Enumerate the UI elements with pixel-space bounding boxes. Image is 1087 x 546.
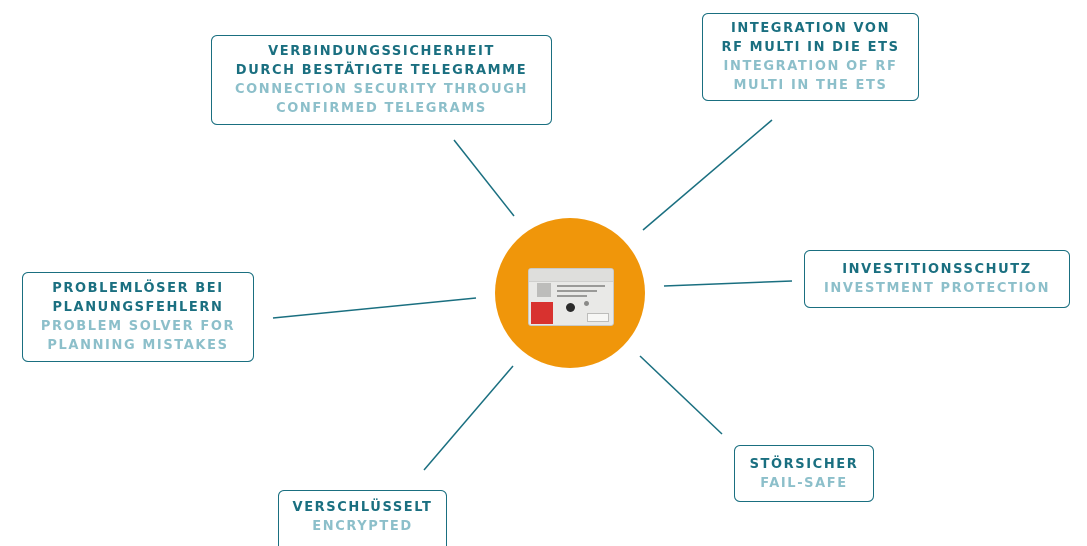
feature-label-en: INVESTMENT PROTECTION bbox=[823, 281, 1051, 296]
connector-line-investment-protection bbox=[663, 280, 793, 287]
feature-label-en: FAIL-SAFE bbox=[760, 475, 848, 491]
connector-line-fail-safe bbox=[639, 355, 723, 435]
feature-label-de: STÖRSICHER bbox=[749, 456, 859, 472]
feature-label-en: ENCRYPTED bbox=[312, 519, 413, 534]
center-device-circle bbox=[495, 218, 645, 368]
feature-label-de: VERBINDUNGSSICHERHEIT DURCH BESTÄTIGTE T… bbox=[235, 44, 528, 78]
feature-box-connection-security: VERBINDUNGSSICHERHEIT DURCH BESTÄTIGTE T… bbox=[211, 35, 552, 125]
device-label-plate bbox=[587, 313, 609, 322]
feature-label-en: CONNECTION SECURITY THROUGH CONFIRMED TE… bbox=[234, 82, 529, 116]
feature-label-en: PROBLEM SOLVER FOR PLANNING MISTAKES bbox=[40, 319, 236, 353]
device-bus-terminal bbox=[531, 302, 553, 324]
connector-line-problem-solver bbox=[272, 297, 477, 319]
connector-line-encrypted bbox=[423, 365, 514, 471]
device-port bbox=[537, 283, 551, 297]
device-print-line bbox=[557, 285, 605, 287]
device-print-line bbox=[557, 290, 597, 292]
device-top-strip bbox=[529, 269, 613, 282]
device-led bbox=[584, 301, 589, 306]
feature-box-encrypted: VERSCHLÜSSELT ENCRYPTED bbox=[278, 490, 447, 546]
knx-device-image bbox=[528, 268, 614, 326]
feature-label-en: INTEGRATION OF RF MULTI IN THE ETS bbox=[723, 59, 898, 93]
feature-label-de: VERSCHLÜSSELT bbox=[292, 500, 433, 515]
feature-label-de: INVESTITIONSSCHUTZ bbox=[842, 262, 1032, 277]
device-programming-button bbox=[566, 303, 575, 312]
connector-line-ets-integration bbox=[642, 119, 773, 231]
feature-box-fail-safe: STÖRSICHER FAIL-SAFE bbox=[734, 445, 874, 502]
feature-box-ets-integration: INTEGRATION VON RF MULTI IN DIE ETS INTE… bbox=[702, 13, 919, 101]
feature-box-problem-solver: PROBLEMLÖSER BEI PLANUNGSFEHLERN PROBLEM… bbox=[22, 272, 254, 362]
feature-label-de: PROBLEMLÖSER BEI PLANUNGSFEHLERN bbox=[52, 281, 224, 315]
connector-line-connection-security bbox=[453, 139, 515, 217]
feature-box-investment-protection: INVESTITIONSSCHUTZ INVESTMENT PROTECTION bbox=[804, 250, 1070, 308]
device-print-line bbox=[557, 295, 587, 297]
feature-label-de: INTEGRATION VON RF MULTI IN DIE ETS bbox=[721, 21, 900, 55]
